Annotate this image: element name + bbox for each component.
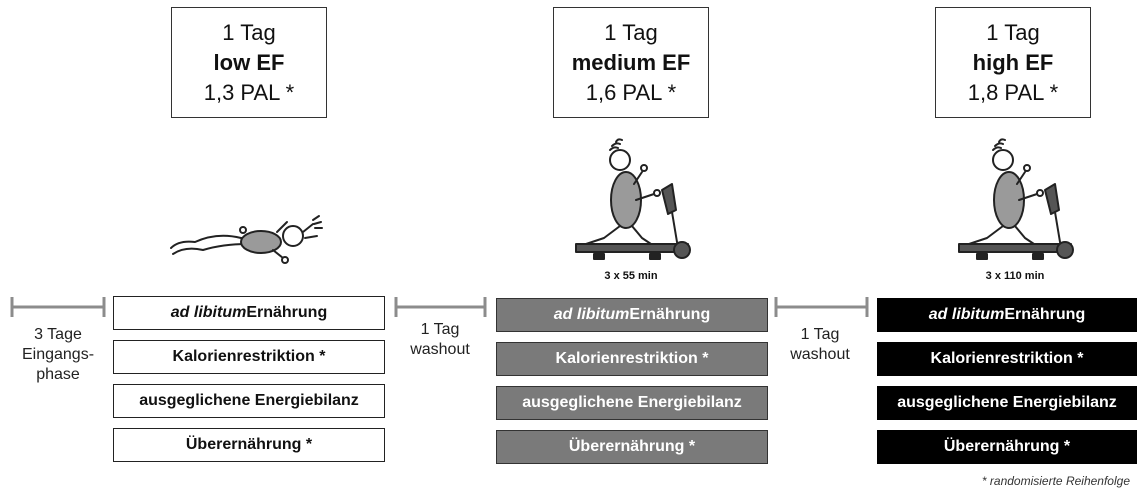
condition-box-medium: 1 Tag medium EF 1,6 PAL * <box>553 7 709 118</box>
entry-phase-label: 3 Tage Eingangs- phase <box>21 326 95 383</box>
diet-column-high: ad libitum Ernährung Kalorienrestriktion… <box>877 298 1137 474</box>
condition-box-high: 1 Tag high EF 1,8 PAL * <box>935 7 1091 118</box>
lying-figure-icon <box>170 215 323 264</box>
condition-pal: 1,6 PAL * <box>585 80 677 105</box>
exercise-duration: 3 x 110 min <box>985 270 1045 282</box>
exercise-duration: 3 x 55 min <box>604 270 658 282</box>
diet-box-calorie-restriction: Kalorienrestriktion * <box>113 340 385 374</box>
treadmill-runner-icon <box>575 138 691 260</box>
treadmill-runner-icon <box>958 138 1074 260</box>
diet-box-ad-libitum: ad libitum Ernährung <box>113 296 385 330</box>
diet-box-calorie-restriction: Kalorienrestriktion * <box>877 342 1137 376</box>
condition-duration: 1 Tag <box>222 20 276 45</box>
condition-duration: 1 Tag <box>986 20 1040 45</box>
diet-box-ad-libitum: ad libitum Ernährung <box>877 298 1137 332</box>
footnote: * randomisierte Reihenfolge <box>981 474 1130 488</box>
diet-box-overfeeding: Überernährung * <box>113 428 385 462</box>
condition-box-low: 1 Tag low EF 1,3 PAL * <box>171 7 327 118</box>
diet-box-ad-libitum: ad libitum Ernährung <box>496 298 768 332</box>
diet-box-overfeeding: Überernährung * <box>496 430 768 464</box>
condition-duration: 1 Tag <box>604 20 658 45</box>
diet-box-energy-balance: ausgeglichene Energiebilanz <box>877 386 1137 420</box>
condition-name: high EF <box>972 50 1054 75</box>
condition-pal: 1,8 PAL * <box>967 80 1059 105</box>
washout-label: 1 Tag washout <box>790 326 850 363</box>
diet-box-energy-balance: ausgeglichene Energiebilanz <box>496 386 768 420</box>
diet-column-low: ad libitum Ernährung Kalorienrestriktion… <box>113 296 385 472</box>
diet-box-calorie-restriction: Kalorienrestriktion * <box>496 342 768 376</box>
condition-name: low EF <box>213 50 285 75</box>
diet-box-energy-balance: ausgeglichene Energiebilanz <box>113 384 385 418</box>
condition-pal: 1,3 PAL * <box>203 80 295 105</box>
diet-box-overfeeding: Überernährung * <box>877 430 1137 464</box>
condition-name: medium EF <box>571 50 691 75</box>
washout-label: 1 Tag washout <box>410 321 470 358</box>
diet-column-medium: ad libitum Ernährung Kalorienrestriktion… <box>496 298 768 474</box>
